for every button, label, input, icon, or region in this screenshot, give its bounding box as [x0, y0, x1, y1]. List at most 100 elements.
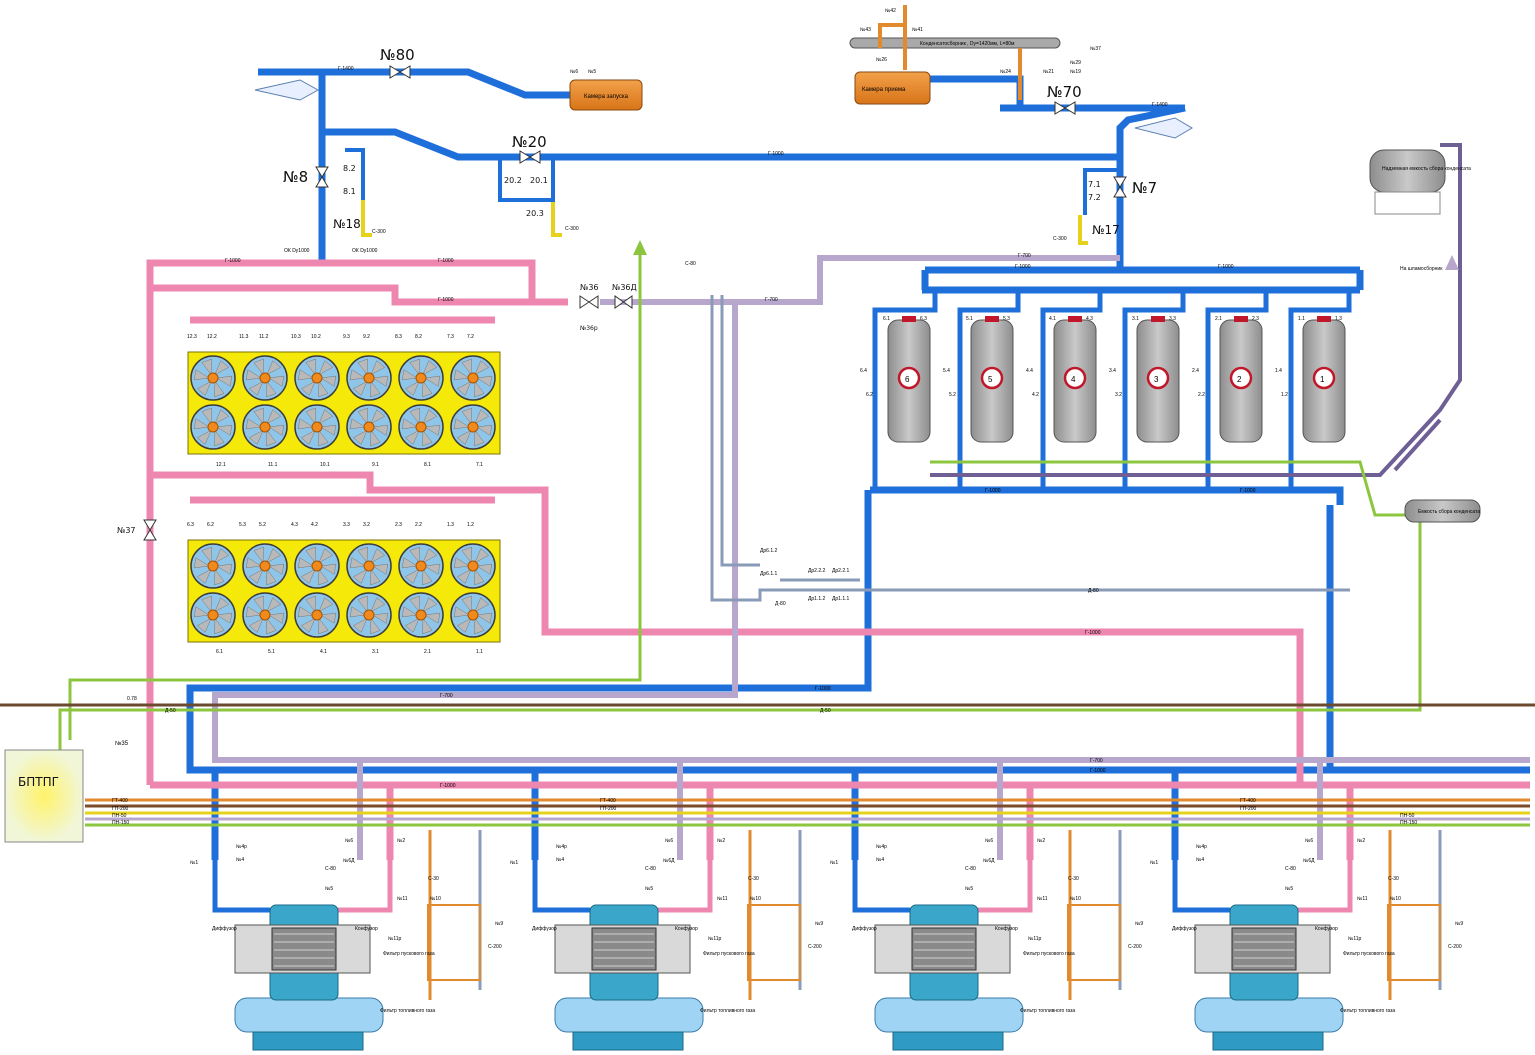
fan-blade	[320, 375, 337, 387]
fan-blade	[300, 568, 316, 584]
label-g700-a: Г-700	[765, 297, 778, 303]
fan-hub	[467, 372, 479, 384]
fan-hub	[415, 560, 427, 572]
cooler-tag: 7.3	[447, 334, 454, 340]
fan-blade	[305, 407, 316, 425]
label-n37b: №37	[1090, 46, 1101, 52]
fan-blade	[409, 546, 420, 564]
fan-blade	[297, 606, 314, 618]
unit-valve-tag: №9	[1135, 921, 1143, 927]
cooler-tag: 5.2	[259, 522, 266, 528]
main-gas-pipes	[186, 68, 1530, 860]
label-gt400b: ГТ-400	[1240, 798, 1256, 804]
fan-blade	[409, 358, 420, 376]
unit-valve-tag: С-80	[965, 866, 976, 872]
unit-valve-tag: №11р	[388, 936, 402, 942]
unit-valve-tag: №10	[750, 896, 761, 902]
sep-tag: 1.3	[1335, 316, 1342, 322]
label-v37: №37	[117, 526, 136, 535]
unit-valve-tag: №1	[190, 860, 198, 866]
fan-blade	[474, 597, 490, 613]
cooler-tag: 5.3	[239, 522, 246, 528]
sep-tag: 5.3	[1003, 316, 1010, 322]
fan-blade	[476, 563, 493, 575]
fan-icon	[398, 592, 444, 638]
label-g1000-h: Г-1000	[438, 258, 454, 264]
label-small-e: 20.3	[526, 209, 544, 218]
fan-blade	[352, 568, 368, 584]
unit-foot	[572, 1031, 684, 1051]
unit-valve-tag: №9	[815, 921, 823, 927]
unit-valve-tag: №4р	[1196, 844, 1207, 850]
fan-blade	[253, 358, 264, 376]
unit-valve-tag: №11р	[1348, 936, 1362, 942]
cooler-tag: 10.3	[291, 334, 301, 340]
cooler-tag: 4.3	[291, 522, 298, 528]
fan-blade	[193, 418, 210, 430]
cooler-tag: 11.1	[268, 462, 278, 468]
cooler-tag: 10.1	[320, 462, 330, 468]
fan-hub	[207, 421, 219, 433]
fan-blade	[318, 409, 334, 425]
fan-blade	[266, 429, 277, 447]
label-n29: №29	[1070, 60, 1081, 66]
vessel-number-badge	[980, 366, 1004, 390]
fan-blade	[370, 548, 386, 564]
unit-valve-tag: С-80	[325, 866, 336, 872]
fan-blade	[370, 617, 381, 635]
cooler-tag: 6.3	[187, 522, 194, 528]
unit-manifold	[427, 904, 481, 981]
fan-hub	[363, 421, 375, 433]
cooler-tag: 12.2	[207, 334, 217, 340]
unit-valve-tag: №6Д	[1303, 858, 1315, 864]
sep-tag: 1.2	[1281, 392, 1288, 398]
fan-blade	[453, 369, 470, 381]
label-small-g: 7.2	[1088, 193, 1101, 202]
unit-valve-tag: №10	[430, 896, 441, 902]
fan-blade	[266, 568, 277, 586]
unit-valve-tag: С-80	[645, 866, 656, 872]
unit-manifold	[1387, 904, 1441, 981]
unit-valve-tag: Диффузор	[1172, 926, 1197, 932]
label-v36r: №36р	[580, 325, 598, 332]
drain-tag: Др2.2.2	[808, 568, 826, 574]
drain-tag: Др6.1.2	[760, 548, 778, 554]
label-g1400-a: Г-1400	[338, 66, 354, 72]
fan-blade	[474, 568, 485, 586]
unit-grille	[911, 927, 977, 971]
label-n43: №43	[860, 27, 871, 33]
fan-blade	[196, 568, 212, 584]
fan-icon	[242, 592, 288, 638]
fan-blade	[422, 360, 438, 376]
vessel-number-badge	[897, 366, 921, 390]
label-small-f: 7.1	[1088, 180, 1101, 189]
cooler-tag: 12.3	[187, 334, 197, 340]
unit-outlet-pipe	[658, 860, 713, 913]
fan-blade	[422, 597, 438, 613]
fan-hub	[207, 372, 219, 384]
unit-outlet-pipe	[1298, 860, 1353, 913]
vessel-number-badge	[1146, 366, 1170, 390]
unit-valve-tag: №4р	[876, 844, 887, 850]
fan-blade	[248, 380, 264, 396]
fan-blade	[372, 375, 389, 387]
sep-tag: 2.2	[1198, 392, 1205, 398]
fan-blade	[474, 360, 490, 376]
label-n19: №19	[1070, 69, 1081, 75]
vessel-number: 2	[1237, 375, 1242, 384]
unit-inlet-pipe	[1172, 860, 1230, 913]
sep-tag: 4.3	[1086, 316, 1093, 322]
fan-icon	[450, 355, 496, 401]
fan-blade	[214, 597, 230, 613]
label-d50-b: Д-50	[165, 708, 176, 714]
unit-valve-tag: С-30	[1068, 876, 1079, 882]
pink-pipes	[146, 259, 1530, 860]
label-n5: №5	[588, 69, 596, 75]
fan-icon	[450, 404, 496, 450]
unit-valve-tag: С-200	[808, 944, 822, 950]
cooler-tag: 6.2	[207, 522, 214, 528]
fan-hub	[415, 609, 427, 621]
fan-blade	[245, 557, 262, 569]
